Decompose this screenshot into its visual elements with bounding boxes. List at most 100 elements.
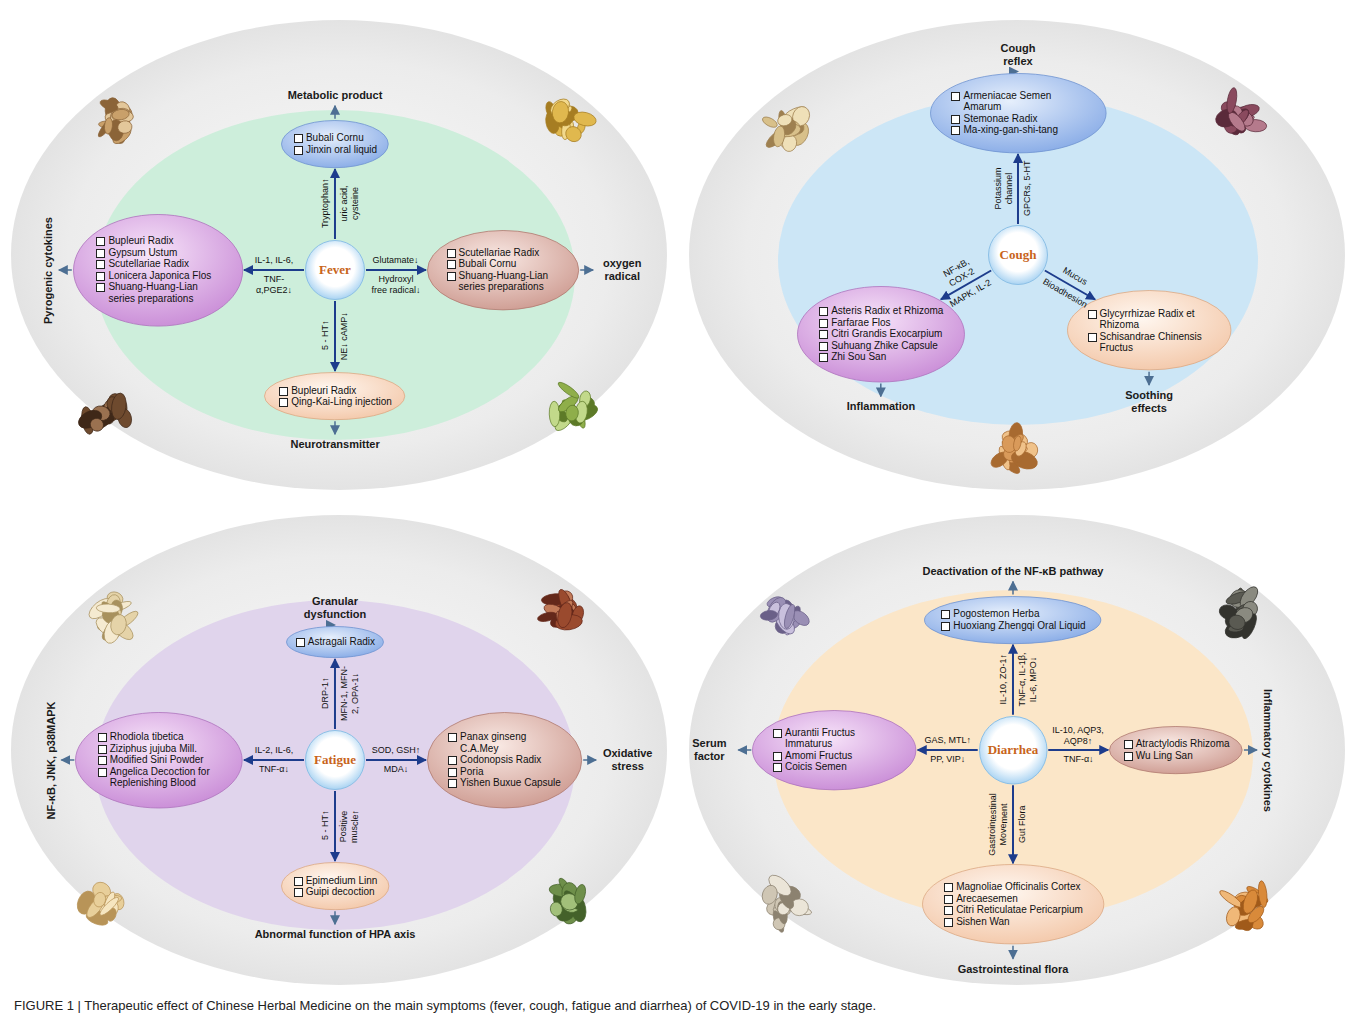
- arrow: [334, 106, 336, 119]
- inner-ellipse: [95, 110, 575, 440]
- marker-label: IL-10, ZO-1↑: [998, 653, 1009, 705]
- herb-name: Amomi Fructus: [772, 750, 897, 762]
- marker-label: DRP-1↑: [320, 677, 331, 710]
- herb-photo: [988, 422, 1040, 476]
- marker-label: IL-10, AQP3, AQP8↑: [1052, 725, 1104, 746]
- herb-piece: [782, 603, 797, 629]
- marker-label: GAS, MTL↑: [924, 735, 972, 746]
- marker-label: Potassium channel: [993, 158, 1014, 220]
- herb-photo: [760, 594, 812, 637]
- herb-piece: [551, 101, 570, 124]
- herb-piece: [1012, 435, 1022, 451]
- effect-name: Neurotransmitter: [291, 438, 380, 451]
- herb-name: Farfarae Flos: [818, 317, 943, 329]
- marker-label: TNF-α,PGE2↓: [248, 274, 300, 295]
- symptom-name: Fatigue: [314, 752, 356, 768]
- herb-name: Coicis Semen: [772, 761, 897, 773]
- effect-name: Deactivation of the NF-κB pathway: [923, 565, 1104, 578]
- arrow: [244, 759, 304, 761]
- herb-ellipse: Asteris Radix et RhizomaFarfarae FlosCit…: [797, 286, 965, 383]
- marker-label: SOD, GSH↑: [371, 745, 421, 756]
- effect-label: Deactivation of the NF-κB pathway: [923, 565, 1104, 578]
- marker-label: PP, VIP↓: [930, 754, 966, 765]
- arrow: [334, 659, 336, 729]
- herb-name: Modified Sini Powder: [97, 754, 222, 766]
- marker-label: Gut Flora: [1017, 805, 1028, 844]
- herb-name: Citri Reticulatae Pericarpium: [943, 904, 1083, 916]
- herb-piece: [549, 401, 560, 427]
- herb-list: Scutellariae RadixBubali CornuShuang-Hua…: [446, 247, 561, 293]
- herb-list: Atractylodis RhizomaWu Ling San: [1123, 738, 1230, 761]
- herb-name: Gypsum Ustum: [95, 247, 220, 259]
- herb-name: Sishen Wan: [943, 916, 1083, 928]
- herb-name: Yishen Buxue Capsule: [447, 777, 562, 789]
- herb-name: Pogostemon Herba: [940, 608, 1085, 620]
- arrow: [918, 749, 978, 751]
- herb-photo: [1218, 880, 1270, 933]
- herb-name: Rhodiola tibetica: [97, 731, 222, 743]
- effect-label: Cough reflex: [985, 42, 1052, 68]
- herb-photo: [549, 380, 600, 433]
- herb-name: Armeniacae Semen Amarum: [950, 90, 1085, 113]
- symptom-panel: [11, 515, 667, 985]
- arrow: [334, 421, 336, 434]
- effect-label: NF-κB, JNK, p38MAPK: [44, 701, 57, 819]
- herb-name: Bupleuri Radix: [95, 235, 220, 247]
- herb-piece: [760, 609, 778, 621]
- symptom-panel: [689, 515, 1345, 985]
- symptom-circle: Fever: [305, 240, 365, 300]
- herb-name: Schisandrae Chinensis Fructus: [1087, 331, 1212, 354]
- herb-list: Glycyrrhizae Radix et RhizomaSchisandrae…: [1087, 308, 1212, 354]
- herb-name: Magnoliae Officinalis Cortex: [943, 881, 1083, 893]
- marker-label: Tryptophan↑: [320, 178, 331, 229]
- herb-photo: [1217, 584, 1261, 642]
- arrow: [1012, 785, 1014, 863]
- herb-name: Atractylodis Rhizoma: [1123, 738, 1230, 750]
- marker-label: uric acid, cysteine: [339, 173, 360, 235]
- effect-name: Inflammatory cytokines: [1261, 689, 1274, 812]
- herb-list: Armeniacae Semen AmarumStemonae RadixMa-…: [950, 90, 1085, 136]
- arrow: [1012, 582, 1014, 595]
- herb-name: Citri Grandis Exocarpium: [818, 328, 943, 340]
- herb-name: Bubali Cornu: [446, 258, 561, 270]
- symptom-circle: Cough: [988, 225, 1048, 285]
- herb-piece: [104, 117, 114, 134]
- arrow: [59, 269, 72, 271]
- herb-piece: [92, 891, 107, 908]
- effect-name: Cough reflex: [985, 42, 1052, 68]
- herb-ellipse: Astragali Radix: [286, 626, 384, 658]
- herb-ellipse: Rhodiola tibeticaZiziphus jujuba Mill.Mo…: [75, 712, 243, 809]
- herb-piece: [1227, 613, 1247, 631]
- effect-name: Gastrointestinal flora: [958, 963, 1069, 976]
- herb-name: Stemonae Radix: [950, 113, 1085, 125]
- herb-name: Epimedium Linn: [293, 875, 378, 887]
- herb-ellipse: Epimedium LinnGuipi decoction: [281, 862, 389, 910]
- herb-list: Pogostemon HerbaHuoxiang Zhengqi Oral Li…: [940, 608, 1085, 631]
- herb-piece: [1240, 888, 1260, 915]
- arrow: [334, 169, 336, 239]
- arrow: [1012, 645, 1014, 715]
- marker-label: 5 - HT↑: [320, 320, 331, 351]
- herb-photo: [544, 96, 597, 145]
- herb-piece: [555, 601, 574, 629]
- herb-name: Qing-Kai-Ling injection: [278, 396, 392, 408]
- marker-label: TNF-α↓: [1063, 754, 1094, 765]
- herb-ellipse: Panax ginseng C.A.MeyCodonopsis RadixPor…: [427, 712, 582, 809]
- arrow: [738, 749, 751, 751]
- herb-piece: [1257, 880, 1268, 907]
- herb-ellipse: Aurantii Fructus ImmaturusAmomi FructusC…: [752, 710, 916, 790]
- effect-label: Metabolic product: [288, 89, 383, 102]
- herb-list: Bupleuri RadixGypsum UstumScutellariae R…: [95, 235, 220, 304]
- marker-label: Glutamate↓: [372, 255, 419, 266]
- marker-label: Positive muscle↑: [339, 795, 360, 857]
- symptom-circle: Fatigue: [305, 730, 365, 790]
- outer-ellipse: [11, 20, 667, 490]
- effect-label: Inflammatory cytokines: [1261, 689, 1274, 812]
- effect-name: Oxidative stress: [600, 747, 655, 773]
- arrow: [580, 269, 593, 271]
- herb-list: Astragali Radix: [295, 636, 375, 648]
- symptom-name: Fever: [319, 262, 351, 278]
- herb-list: Rhodiola tibeticaZiziphus jujuba Mill.Mo…: [97, 731, 222, 789]
- inner-ellipse: [95, 600, 575, 930]
